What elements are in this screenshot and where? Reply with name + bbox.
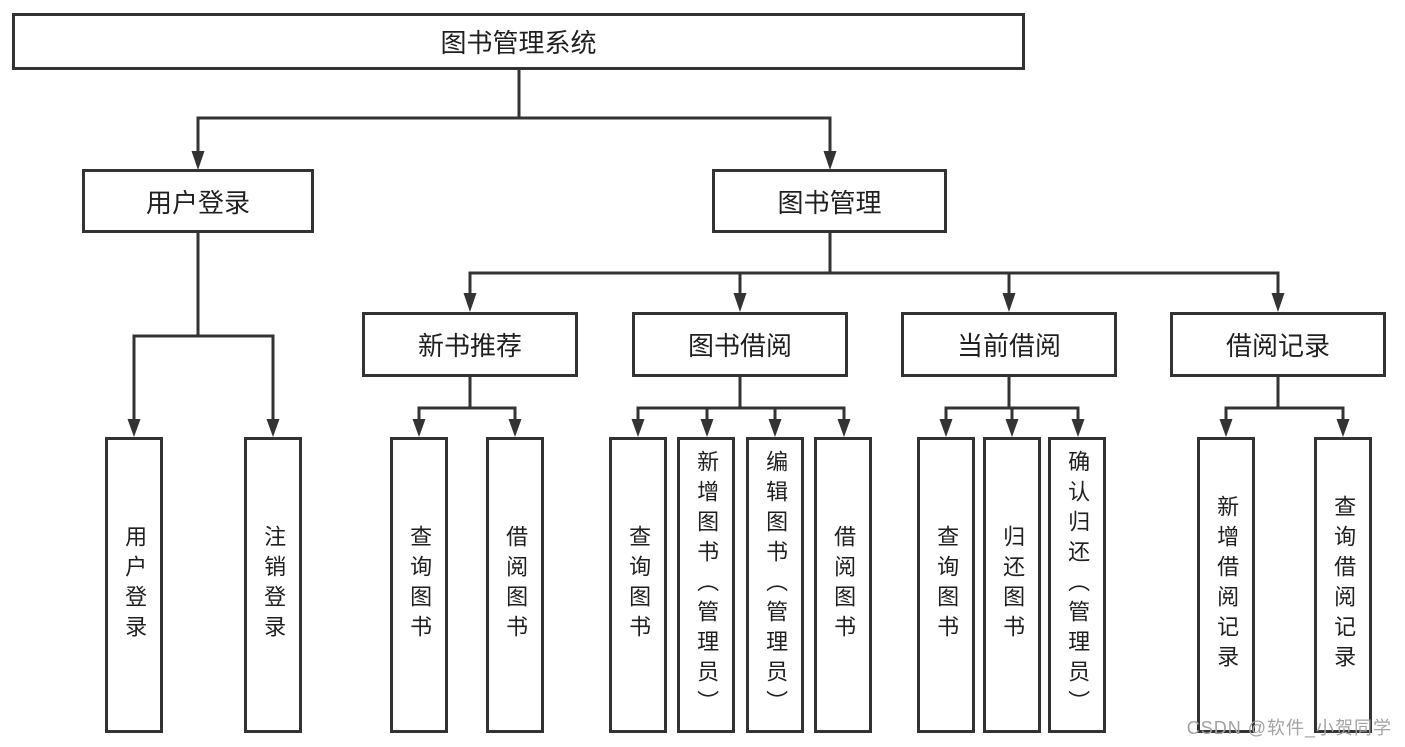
leaf-add-book-admin: 新增图书（管理员）: [677, 437, 735, 733]
leaf-query-borrow-record: 查询借阅记录: [1314, 437, 1372, 733]
leaf-user-login: 用户登录: [105, 437, 163, 733]
leaf-edit-book-admin-label: 编辑图书（管理员）: [763, 450, 789, 720]
arrowheads-level3: [463, 293, 1285, 312]
node-book-borrow-label: 图书借阅: [687, 331, 792, 361]
leaf-borrow-books-label: 借阅图书: [831, 525, 857, 645]
node-book-borrow: 图书借阅: [632, 312, 848, 377]
arrowheads-leaves: [127, 419, 1350, 437]
leaf-query-books-recommend-label: 查询图书: [407, 525, 433, 645]
connector-module-stems: [468, 377, 1280, 408]
connector-root-branch: [196, 70, 832, 153]
leaf-query-books-borrow: 查询图书: [609, 437, 667, 733]
leaf-borrow-books: 借阅图书: [814, 437, 872, 733]
connector-user-login-branch: [132, 233, 275, 419]
node-user-login-label: 用户登录: [145, 187, 250, 218]
leaf-borrow-books-recommend: 借阅图书: [486, 437, 544, 733]
leaf-borrow-books-recommend-label: 借阅图书: [503, 525, 529, 645]
leaf-edit-book-admin: 编辑图书（管理员）: [746, 437, 804, 733]
node-current-borrow-label: 当前借阅: [956, 331, 1061, 361]
node-new-book-recommend: 新书推荐: [362, 312, 578, 377]
leaf-query-books-current-label: 查询图书: [934, 525, 960, 645]
leaf-return-book: 归还图书: [983, 437, 1041, 733]
leaf-query-books-recommend: 查询图书: [390, 437, 448, 733]
node-borrow-records-label: 借阅记录: [1225, 331, 1330, 361]
leaf-confirm-return-admin: 确认归还（管理员）: [1048, 437, 1106, 733]
leaf-logout-label: 注销登录: [261, 525, 287, 645]
leaf-query-books-borrow-label: 查询图书: [626, 525, 652, 645]
node-new-book-recommend-label: 新书推荐: [417, 331, 522, 361]
leaf-query-books-current: 查询图书: [917, 437, 975, 733]
leaf-user-login-label: 用户登录: [122, 525, 148, 645]
connector-book-management-branch: [468, 233, 1280, 294]
leaf-query-borrow-record-label: 查询借阅记录: [1331, 495, 1357, 675]
arrowheads-level2: [191, 151, 837, 170]
connector-leaf-branches: [417, 406, 1345, 421]
leaf-logout: 注销登录: [244, 437, 302, 733]
leaf-add-borrow-record: 新增借阅记录: [1197, 437, 1255, 733]
leaf-add-book-admin-label: 新增图书（管理员）: [694, 450, 720, 720]
node-current-borrow: 当前借阅: [901, 312, 1117, 377]
node-root-label: 图书管理系统: [440, 28, 597, 58]
leaf-confirm-return-admin-label: 确认归还（管理员）: [1065, 450, 1091, 720]
node-root: 图书管理系统: [12, 13, 1025, 70]
node-book-management: 图书管理: [712, 169, 947, 233]
node-user-login: 用户登录: [82, 169, 314, 233]
leaf-add-borrow-record-label: 新增借阅记录: [1214, 495, 1240, 675]
node-borrow-records: 借阅记录: [1170, 312, 1386, 377]
watermark: CSDN @软件_小贺同学: [1186, 718, 1392, 738]
leaf-return-book-label: 归还图书: [1000, 525, 1026, 645]
node-book-management-label: 图书管理: [777, 187, 882, 218]
